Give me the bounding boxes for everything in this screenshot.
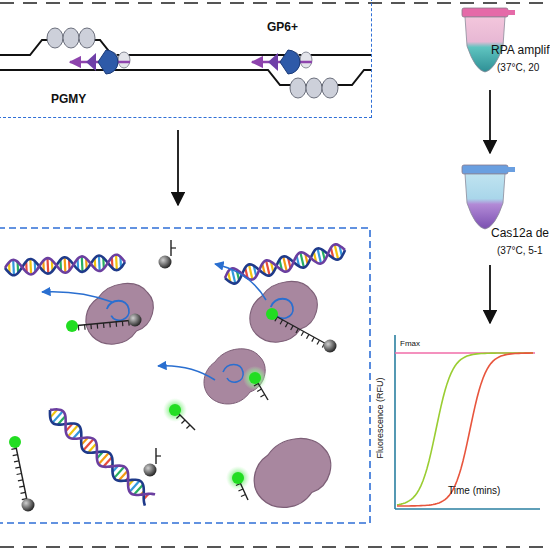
reaction-tube xyxy=(462,165,515,229)
binding-protein xyxy=(290,78,306,98)
node-label: GP6+ xyxy=(267,21,298,34)
figure-node: Cas12a de (37°C, 5-1 xyxy=(455,155,550,265)
cas12a-protein xyxy=(86,283,153,344)
primer-complex xyxy=(70,50,130,74)
node-label: Fluorescence (RFU) xyxy=(376,363,386,473)
binding-protein xyxy=(47,28,63,48)
binding-protein xyxy=(322,78,338,98)
cas12a-illustration xyxy=(5,240,345,512)
cas12a-protein xyxy=(254,438,331,507)
frame-dash xyxy=(0,546,550,548)
reaction-frame xyxy=(0,228,370,523)
node-label: (37°C, 5-1 xyxy=(497,245,543,256)
figure-node: PGMY GP6+ xyxy=(0,0,372,118)
flow-arrow xyxy=(177,130,179,205)
cleavage-arrow xyxy=(158,366,215,380)
dna-helix xyxy=(50,409,155,505)
figure-node: FmaxFluorescence (RFU) Time (mins) xyxy=(378,325,550,520)
released-fluorophore xyxy=(226,466,250,500)
cleavage-arrow xyxy=(42,292,112,302)
fq-reporter xyxy=(66,314,142,333)
released-fluorophore xyxy=(243,366,268,400)
cas12a-protein xyxy=(204,349,265,404)
node-label: PGMY xyxy=(51,93,86,106)
dna-helix xyxy=(5,254,125,275)
binding-protein xyxy=(79,28,95,48)
released-fluorophore xyxy=(163,398,195,430)
figure-node: RPA amplif (37°C, 20 xyxy=(455,0,550,90)
binding-protein xyxy=(63,28,79,48)
flow-arrow xyxy=(489,265,491,323)
cleavage-arrow xyxy=(215,264,266,300)
fq-reporter xyxy=(266,308,337,353)
rpa-illustration xyxy=(0,28,372,98)
node-label: (37°C, 20 xyxy=(497,62,539,73)
signal-curve xyxy=(397,353,533,506)
frame-dash xyxy=(0,2,550,4)
fluorescence-chart xyxy=(395,335,540,509)
signal-curve xyxy=(397,353,533,505)
quencher-fragment xyxy=(159,240,177,269)
dna-helix xyxy=(225,244,345,284)
node-label: RPA amplif xyxy=(491,44,549,57)
y-axis xyxy=(394,335,396,509)
x-axis xyxy=(395,508,540,510)
flow-arrow xyxy=(489,90,491,153)
fq-reporter xyxy=(9,436,35,512)
quencher-fragment xyxy=(144,448,162,477)
node-label: Cas12a de xyxy=(491,227,549,240)
node-label: Fmax xyxy=(400,340,420,349)
binding-protein xyxy=(306,78,322,98)
node-label: Time (mins) xyxy=(448,485,500,496)
primer-complex xyxy=(252,50,312,74)
